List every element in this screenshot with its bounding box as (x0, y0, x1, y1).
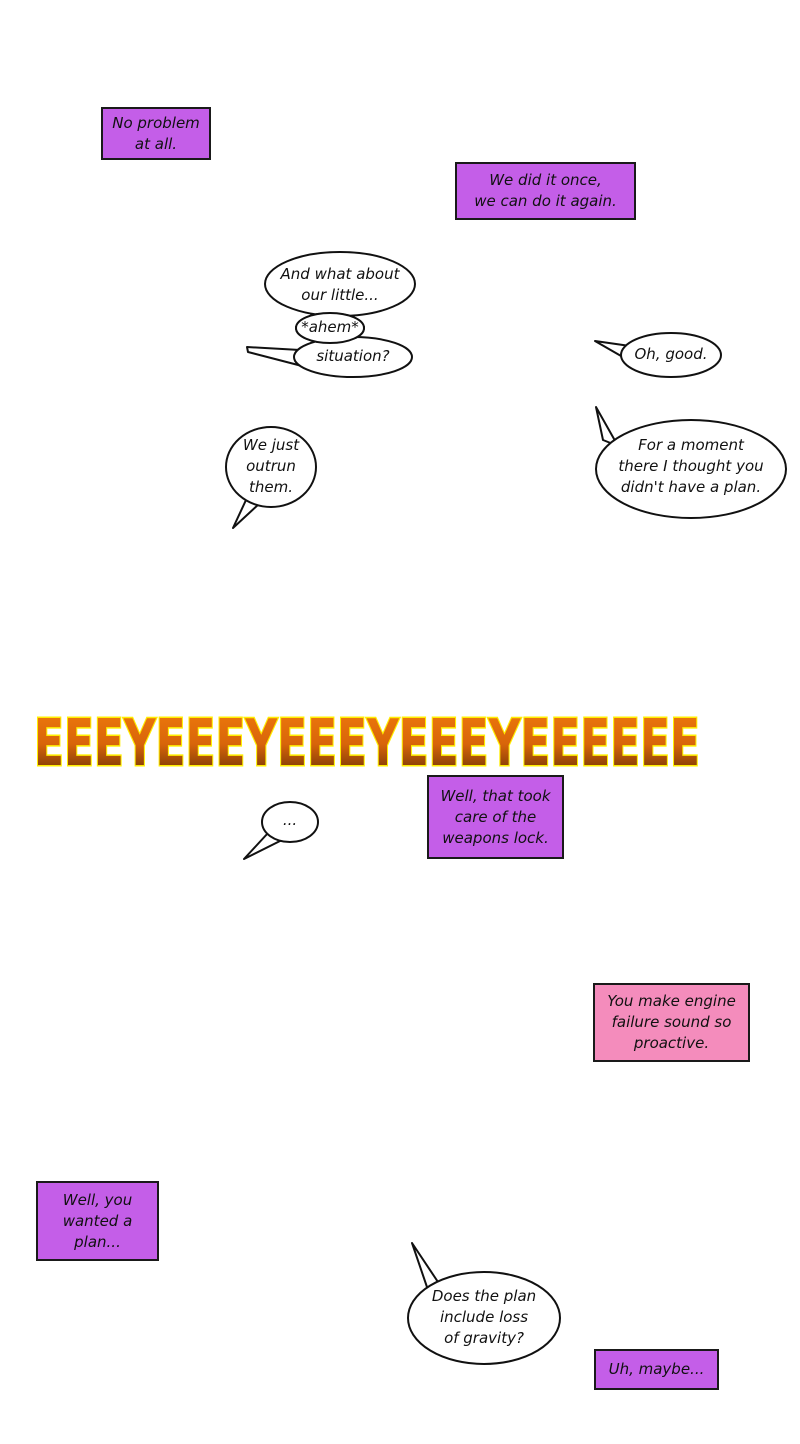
bubble-text-what-about: And what about our little... (280, 265, 400, 304)
bubble-text-ellipsis: ... (282, 811, 298, 829)
caption-engine-failure: You make engine failure sound so proacti… (593, 983, 750, 1062)
bubble-text-oh-good: Oh, good. (634, 345, 708, 363)
caption-text: You make engine failure sound so proacti… (607, 992, 736, 1052)
bubble-text-outrun: We just outrun them. (242, 436, 300, 496)
caption-text: Uh, maybe... (608, 1360, 705, 1378)
caption-text: Well, that took care of the weapons lock… (440, 786, 551, 847)
bubble-text-ahem: *ahem* (301, 318, 359, 336)
bubble-text-situation: situation? (316, 347, 390, 365)
sound-effect-text: EEEYEEEYEEEYEEEYEEEEEE (34, 707, 700, 781)
caption-did-it-once: We did it once, we can do it again. (455, 162, 636, 220)
bubble-text-gravity: Does the plan include loss of gravity? (431, 1287, 537, 1347)
caption-wanted-plan: Well, you wanted a plan... (36, 1181, 159, 1261)
caption-text: Well, you wanted a plan... (62, 1190, 133, 1251)
caption-no-problem: No problem at all. (101, 107, 211, 160)
caption-text: We did it once, we can do it again. (474, 171, 617, 210)
caption-text: No problem at all. (112, 113, 200, 153)
bubble-text-for-a-moment: For a moment there I thought you didn't … (618, 436, 764, 496)
caption-maybe: Uh, maybe... (594, 1349, 719, 1390)
caption-weapons-lock: Well, that took care of the weapons lock… (427, 775, 564, 859)
